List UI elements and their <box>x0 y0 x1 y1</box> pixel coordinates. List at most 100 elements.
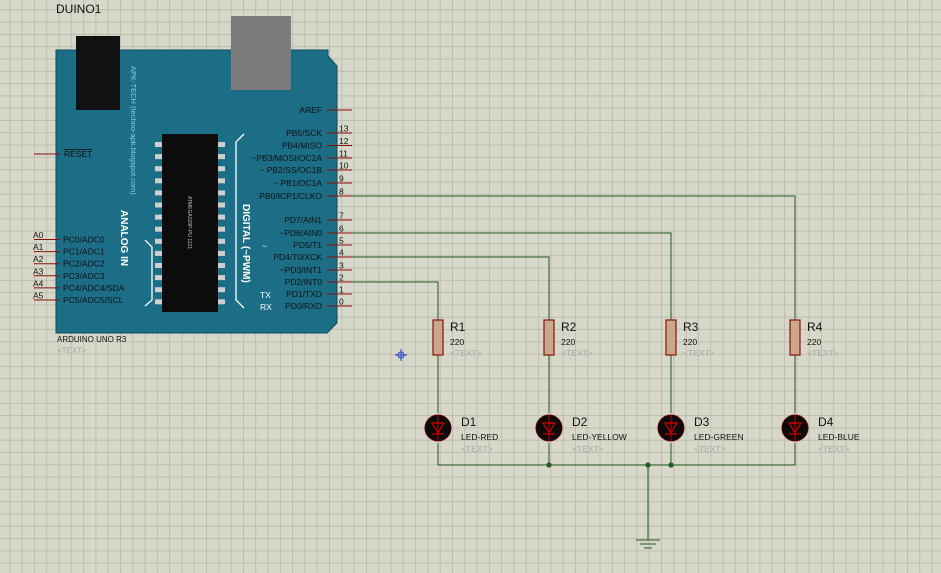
digital-pin-number: 5 <box>339 236 344 246</box>
digital-pin-label: ~ PB2/SS/OC1B <box>259 165 322 175</box>
led-ref: D2 <box>572 415 588 429</box>
chip-pin <box>155 250 162 256</box>
resistor-text: <TEXT> <box>807 348 839 358</box>
digital-pin-number: 10 <box>339 161 349 171</box>
digital-pin-number: 13 <box>339 124 349 134</box>
chip-pin <box>218 166 225 172</box>
resistor-ref: R4 <box>807 320 823 334</box>
aref-label: AREF <box>299 105 322 115</box>
pwm-tilde-mark: ~ <box>262 241 267 251</box>
resistor-value: 220 <box>683 337 697 347</box>
led-text: <TEXT> <box>818 444 850 454</box>
arduino-text-placeholder: <TEXT> <box>57 346 87 355</box>
analog-pin-label: PC1/ADC1 <box>63 247 105 257</box>
digital-pin-number: 12 <box>339 136 349 146</box>
led-ref: D1 <box>461 415 477 429</box>
atmega-chip <box>162 134 218 312</box>
digital-pin-number: 6 <box>339 224 344 234</box>
digital-pin-label: PB5/SCK <box>286 128 322 138</box>
chip-pin <box>218 142 225 147</box>
chip-pin <box>155 287 162 293</box>
chip-pin <box>155 275 162 281</box>
chip-pin <box>155 154 162 160</box>
arduino-board[interactable]: APK-TECH (techno-apk.blogspot.com) ATMEG… <box>55 16 338 334</box>
resistor-r3[interactable]: R3 220<TEXT> <box>665 319 715 358</box>
analog-in-header: ANALOG IN <box>118 210 129 266</box>
tx-label: TX <box>260 290 271 300</box>
analog-pin-number: A1 <box>33 242 44 252</box>
chip-pin <box>218 214 225 220</box>
digital-pin-label: PB0/ICP1/CLKO <box>259 191 322 201</box>
led-text: <TEXT> <box>694 444 726 454</box>
rx-label: RX <box>260 302 272 312</box>
chip-pin <box>218 154 225 160</box>
analog-pin-number: A2 <box>33 254 44 264</box>
led-value: LED-YELLOW <box>572 432 627 442</box>
resistor-text: <TEXT> <box>561 348 593 358</box>
chip-pin <box>218 287 225 293</box>
led-text: <TEXT> <box>572 444 604 454</box>
chip-pin <box>155 214 162 220</box>
wire-junctions <box>546 462 674 468</box>
ground-symbol[interactable] <box>636 539 660 549</box>
resistor-r4[interactable]: R4 220<TEXT> <box>789 319 839 358</box>
analog-pin-label: PC4/ADC4/SDA <box>63 283 125 293</box>
chip-label-text: ATMEGA328P-PU 1121 <box>186 196 192 249</box>
chip-pin <box>218 226 225 232</box>
crosshair-cursor-icon <box>395 349 407 361</box>
power-jack <box>76 36 120 110</box>
digital-pin-label: PD2/INT0 <box>285 277 323 287</box>
digital-pin-label: PD4/T0/XCK <box>273 252 322 262</box>
resistor-ref: R3 <box>683 320 699 334</box>
resistor-value: 220 <box>450 337 464 347</box>
brand-vertical-text: APK-TECH (techno-apk.blogspot.com) <box>129 66 138 195</box>
led-ref: D3 <box>694 415 710 429</box>
chip-pin <box>155 178 162 184</box>
analog-pin-label: PC0/ADC0 <box>63 235 105 245</box>
chip-pin <box>155 263 162 268</box>
digital-pin-number: 3 <box>339 261 344 271</box>
resistor-value: 220 <box>807 337 821 347</box>
digital-pin-label: ~PD6/AIN0 <box>279 228 322 238</box>
digital-pin-number: 0 <box>339 297 344 307</box>
digital-pin-number: 9 <box>339 174 344 184</box>
resistor-ref: R2 <box>561 320 577 334</box>
chip-pin <box>218 275 225 281</box>
digital-pin-label: ~ PB1/OC1A <box>273 178 322 188</box>
digital-pin-label: PD7/AIN1 <box>284 215 322 225</box>
chip-pin <box>218 178 225 184</box>
resistor-text: <TEXT> <box>450 348 482 358</box>
arduino-name-label: ARDUINO UNO R3 <box>57 335 127 344</box>
led-value: LED-BLUE <box>818 432 860 442</box>
analog-pin-label: PC3/ADC3 <box>63 271 105 281</box>
digital-pwm-header: DIGITAL (~PWM) <box>240 204 251 283</box>
resistor-text: <TEXT> <box>683 348 715 358</box>
digital-pin-label: PD0/RXD <box>285 301 322 311</box>
chip-pin <box>155 238 162 244</box>
digital-pin-number: 7 <box>339 211 344 221</box>
led-text: <TEXT> <box>461 444 493 454</box>
resistor-body <box>432 319 444 356</box>
led-ref: D4 <box>818 415 834 429</box>
digital-pin-label: PD1/TXD <box>286 289 322 299</box>
analog-pin-number: A4 <box>33 278 44 288</box>
usb-connector <box>231 16 291 90</box>
resistor-body <box>665 319 677 356</box>
chip-pin <box>155 202 162 208</box>
digital-pin-number: 11 <box>339 149 348 159</box>
led-value: LED-GREEN <box>694 432 744 442</box>
chip-pin <box>218 263 225 268</box>
led-value: LED-RED <box>461 432 498 442</box>
digital-pin-label: PD5/T1 <box>293 240 322 250</box>
arduino-title: DUINO1 <box>56 2 102 16</box>
digital-pin-label: PB4/MISO <box>282 141 323 151</box>
chip-pin <box>218 190 225 196</box>
chip-pin <box>155 166 162 172</box>
